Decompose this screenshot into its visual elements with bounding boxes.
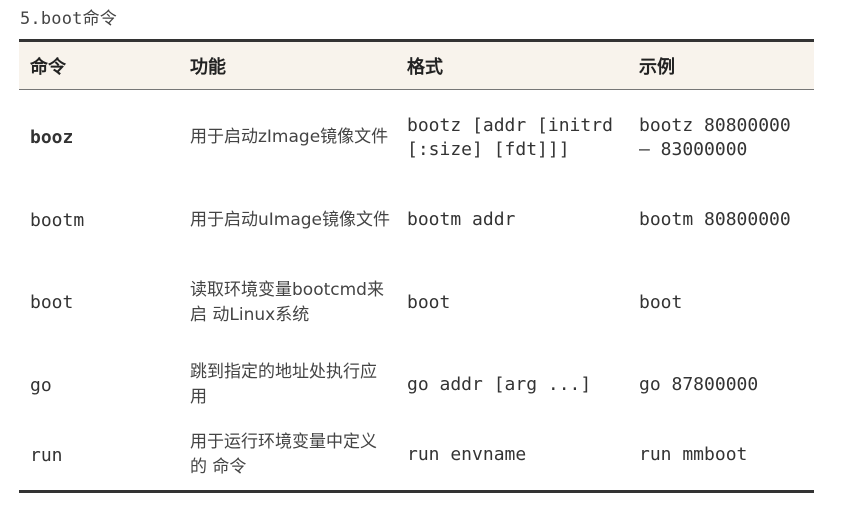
example-cell: bootm 80800000 — [639, 209, 791, 230]
table-header-row: 命令 功能 格式 示例 — [19, 42, 814, 90]
header-command: 命令 — [30, 56, 66, 78]
function-cell: 用于运行环境变量中定义的 命令 — [190, 432, 377, 477]
function-cell: 用于启动uImage镜像文件 — [190, 209, 391, 230]
section-heading: 5.boot命令 — [20, 9, 118, 29]
example-cell: bootz 80800000 – 83000000 — [639, 114, 802, 160]
format-cell: bootm addr — [407, 209, 516, 230]
table-row: go 跳到指定的地址处执行应用 go addr [arg ...] go 878… — [19, 350, 814, 420]
table-row: booz 用于启动zImage镜像文件 bootz [addr [initrd … — [19, 90, 814, 185]
table-row: bootm 用于启动uImage镜像文件 bootm addr bootm 80… — [19, 185, 814, 255]
command-cell: booz — [30, 127, 74, 148]
table-row: run 用于运行环境变量中定义的 命令 run envname run mmbo… — [19, 420, 814, 490]
format-cell: go addr [arg ...] — [407, 374, 592, 395]
format-cell: boot — [407, 291, 451, 313]
header-example: 示例 — [639, 56, 675, 78]
command-cell: run — [30, 444, 63, 466]
function-cell: 读取环境变量bootcmd来启 动Linux系统 — [190, 279, 384, 325]
format-cell: run envname — [407, 444, 527, 465]
header-function: 功能 — [190, 56, 226, 78]
function-cell: 跳到指定的地址处执行应用 — [190, 362, 377, 407]
format-cell: bootz [addr [initrd [:size] [fdt]]] — [407, 114, 624, 160]
example-cell: go 87800000 — [639, 374, 759, 395]
function-cell: 用于启动zImage镜像文件 — [190, 127, 389, 147]
example-cell: run mmboot — [639, 444, 748, 465]
header-format: 格式 — [407, 56, 443, 78]
boot-command-table: 命令 功能 格式 示例 booz 用于启动zImage镜像文件 bootz [a… — [19, 39, 814, 493]
table-row: boot 读取环境变量bootcmd来启 动Linux系统 boot boot — [19, 255, 814, 350]
command-cell: bootm — [30, 209, 85, 231]
example-cell: boot — [639, 291, 683, 313]
command-cell: go — [30, 374, 52, 396]
command-cell: boot — [30, 292, 74, 313]
